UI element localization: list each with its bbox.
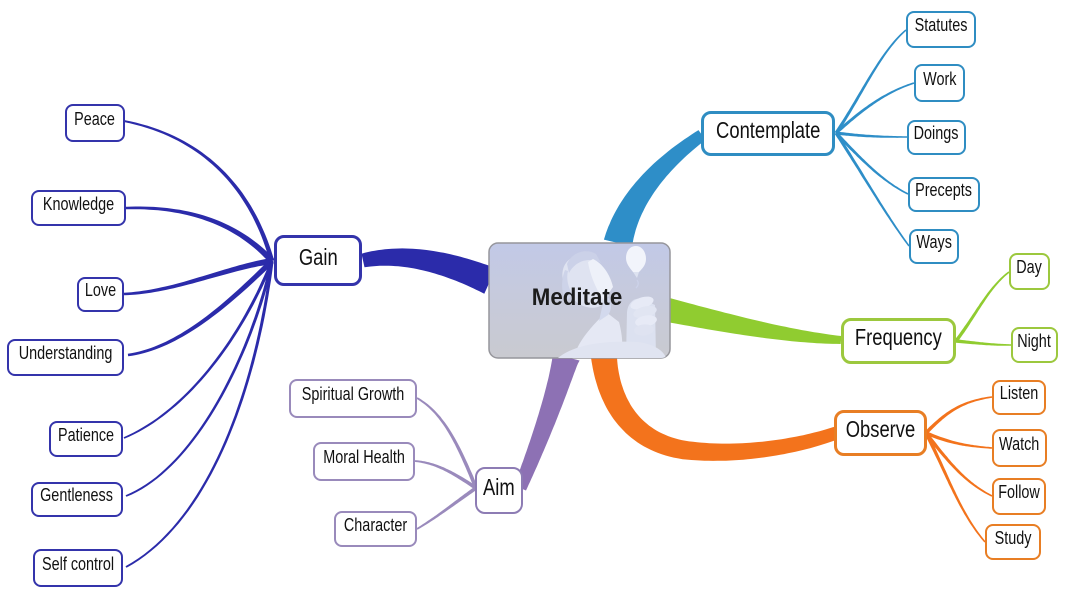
svg-text:Meditate: Meditate bbox=[532, 283, 623, 310]
